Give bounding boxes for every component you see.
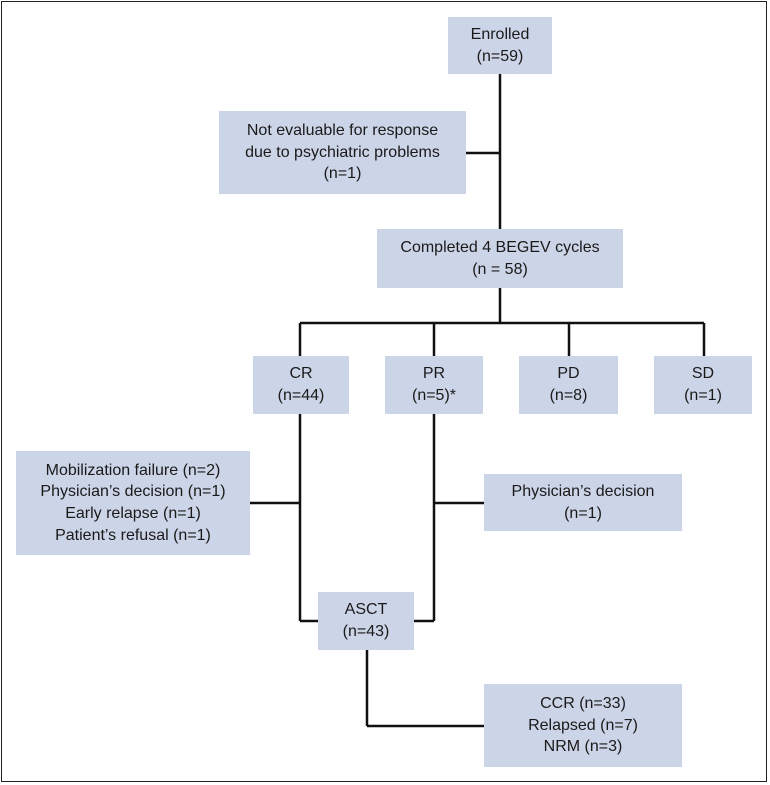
patients-refusal: Patient’s refusal (n=1): [55, 526, 211, 544]
ccr-count: CCR (n=33): [540, 695, 626, 713]
mobilization-failure: Mobilization failure (n=2): [45, 461, 221, 479]
not-evaluable-count: (n=1): [323, 165, 362, 183]
sd-count: (n=1): [684, 387, 722, 404]
relapsed-count: Relapsed (n=7): [528, 716, 638, 734]
completed-cycles-box: Completed 4 BEGEV cycles (n = 58): [377, 229, 623, 288]
completed-cycles-count: (n = 58): [472, 260, 528, 278]
enrolled-label: Enrolled: [470, 25, 530, 43]
sd-label: SD: [691, 365, 715, 383]
cr-count: (n=44): [277, 387, 325, 404]
enrolled-box: Enrolled (n=59): [448, 17, 552, 74]
asct-box: ASCT (n=43): [318, 592, 414, 650]
nrm-count: NRM (n=3): [543, 738, 623, 756]
completed-cycles-label: Completed 4 BEGEV cycles: [400, 238, 600, 256]
pr-exclusion-box: Physician’s decision (n=1): [484, 474, 682, 531]
pd-box: PD (n=8): [519, 356, 618, 414]
physicians-decision-pr-count: (n=1): [564, 504, 602, 522]
pd-count: (n=8): [549, 387, 588, 404]
pd-label: PD: [557, 365, 580, 383]
asct-count: (n=43): [342, 623, 390, 640]
pr-box: PR (n=5)*: [385, 356, 483, 414]
outcomes-box: CCR (n=33) Relapsed (n=7) NRM (n=3): [484, 684, 682, 767]
cr-exclusions-box: Mobilization failure (n=2) Physician’s d…: [16, 451, 250, 555]
early-relapse: Early relapse (n=1): [65, 505, 201, 522]
enrolled-count: (n=59): [476, 47, 524, 65]
physicians-decision-pr: Physician’s decision: [511, 482, 655, 500]
pr-label: PR: [422, 365, 446, 383]
not-evaluable-line2: due to psychiatric problems: [245, 143, 440, 161]
pr-count: (n=5)*: [411, 387, 457, 404]
asct-label: ASCT: [344, 601, 388, 619]
physicians-decision-cr: Physician’s decision (n=1): [40, 483, 226, 501]
not-evaluable-box: Not evaluable for response due to psychi…: [219, 111, 466, 194]
cr-box: CR (n=44): [253, 356, 349, 414]
not-evaluable-line1: Not evaluable for response: [246, 122, 439, 140]
sd-box: SD (n=1): [654, 356, 752, 414]
cr-label: CR: [289, 365, 313, 383]
